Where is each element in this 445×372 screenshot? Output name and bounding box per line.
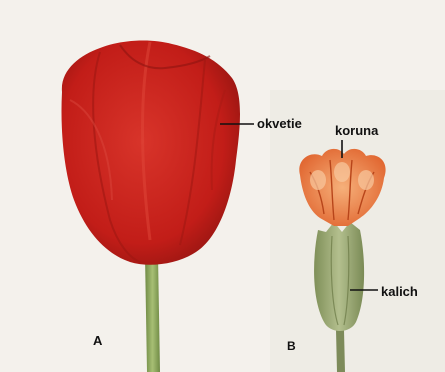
panel-b-label: B: [287, 340, 296, 352]
kalich-label: kalich: [381, 285, 418, 298]
small-flower-stem: [336, 330, 345, 372]
tulip-stem: [145, 255, 160, 372]
panel-a-label: A: [93, 334, 102, 347]
okvetie-label: okvetie: [257, 117, 302, 130]
calyx: [314, 222, 364, 331]
koruna-label: koruna: [335, 124, 378, 137]
